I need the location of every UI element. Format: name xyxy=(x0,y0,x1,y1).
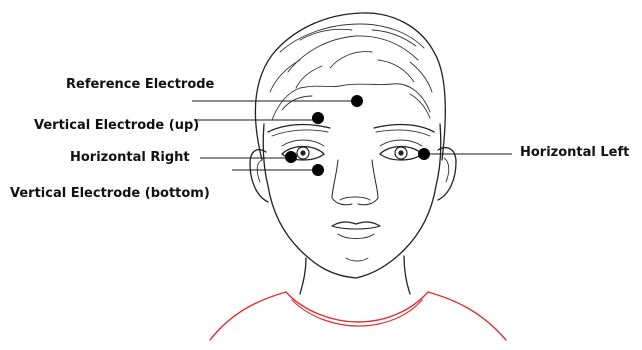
neck xyxy=(300,256,410,294)
label-vertical-electrode-bottom: Vertical Electrode (bottom) xyxy=(10,186,210,201)
shirt xyxy=(210,292,506,340)
electrode-vertical-up xyxy=(312,112,324,124)
shirt-shoulder-right xyxy=(428,292,506,340)
label-vertical-electrode-up: Vertical Electrode (up) xyxy=(34,118,199,133)
shirt-collar xyxy=(286,292,428,322)
electrode-vertical-bottom xyxy=(312,164,324,176)
electrode-horizontal-left xyxy=(418,148,430,160)
eye-left xyxy=(380,140,422,160)
electrode-reference xyxy=(351,95,363,107)
hair-strands xyxy=(270,24,432,120)
leader-lines xyxy=(192,101,512,170)
hair-outline xyxy=(255,13,445,160)
label-reference-electrode: Reference Electrode xyxy=(66,77,215,92)
mouth xyxy=(332,222,380,239)
electrodes xyxy=(285,95,430,176)
shirt-shoulder-left xyxy=(210,292,286,340)
electrode-horizontal-right xyxy=(285,151,297,163)
label-horizontal-right: Horizontal Right xyxy=(70,150,190,165)
labels: Reference Electrode Vertical Electrode (… xyxy=(10,77,629,201)
label-horizontal-left: Horizontal Left xyxy=(520,145,629,160)
nose xyxy=(332,160,378,205)
